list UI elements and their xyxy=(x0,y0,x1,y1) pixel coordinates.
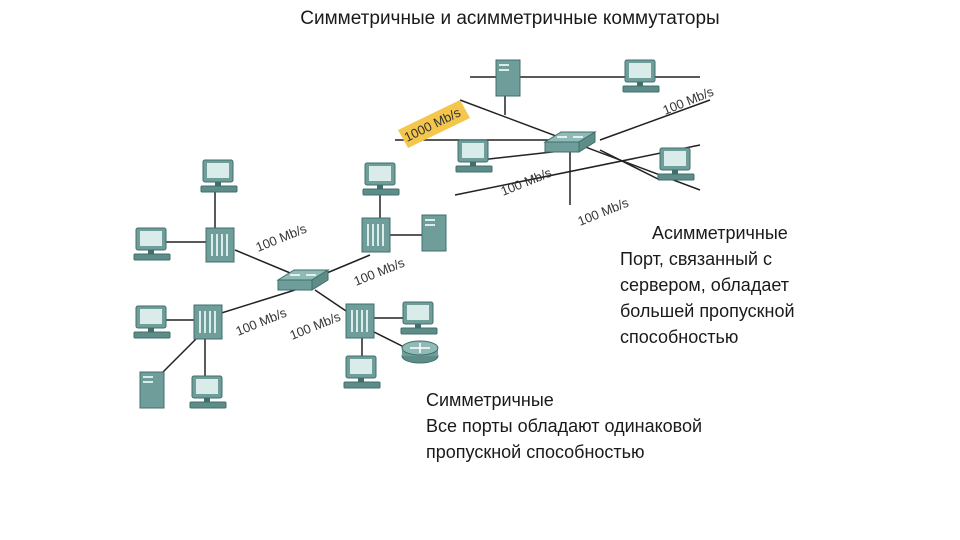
asymmetric-line: большей пропускной xyxy=(620,301,795,321)
asymmetric-line: Порт, связанный с xyxy=(620,249,773,269)
computer-icon xyxy=(455,139,493,173)
computer-icon xyxy=(657,147,695,181)
hub-icon xyxy=(361,217,391,253)
computer-icon xyxy=(133,305,171,339)
symmetric-line: Все порты обладают одинаковой xyxy=(426,416,703,436)
page-title: Симметричные и асимметричные коммутаторы xyxy=(300,8,720,29)
hub-icon xyxy=(205,227,235,263)
symmetric-line: пропускной способностью xyxy=(426,442,645,462)
asymmetric-heading: Асимметричные xyxy=(652,223,788,243)
switch-icon xyxy=(277,269,329,291)
label-100mbs-left-upper: 100 Mb/s xyxy=(254,221,310,255)
label-100mbs-left-lower2: 100 Mb/s xyxy=(288,309,344,343)
computer-icon xyxy=(343,355,381,389)
server-icon xyxy=(421,214,447,252)
computer-icon xyxy=(200,159,238,193)
server-icon xyxy=(139,371,165,409)
hub-icon xyxy=(193,304,223,340)
label-100mbs-top: 100 Mb/s xyxy=(661,84,717,118)
gig-highlight xyxy=(398,100,470,148)
symmetric-caption: Симметричные Все порты обладают одинаков… xyxy=(426,387,786,465)
computer-icon xyxy=(622,59,660,93)
hub-icon xyxy=(345,303,375,339)
computer-icon xyxy=(189,375,227,409)
asymmetric-line: способностью xyxy=(620,327,739,347)
server-icon xyxy=(495,59,521,97)
label-100mbs-mid: 100 Mb/s xyxy=(499,165,555,199)
symmetric-heading: Симметричные xyxy=(426,390,554,410)
label-100mbs-left-lower: 100 Mb/s xyxy=(234,305,290,339)
asymmetric-line: сервером, обладает xyxy=(620,275,789,295)
computer-icon xyxy=(362,162,400,196)
computer-icon xyxy=(133,227,171,261)
computer-icon xyxy=(400,301,438,335)
asymmetric-caption: Асимметричные Порт, связанный с сервером… xyxy=(620,220,840,350)
router-icon xyxy=(401,340,439,364)
